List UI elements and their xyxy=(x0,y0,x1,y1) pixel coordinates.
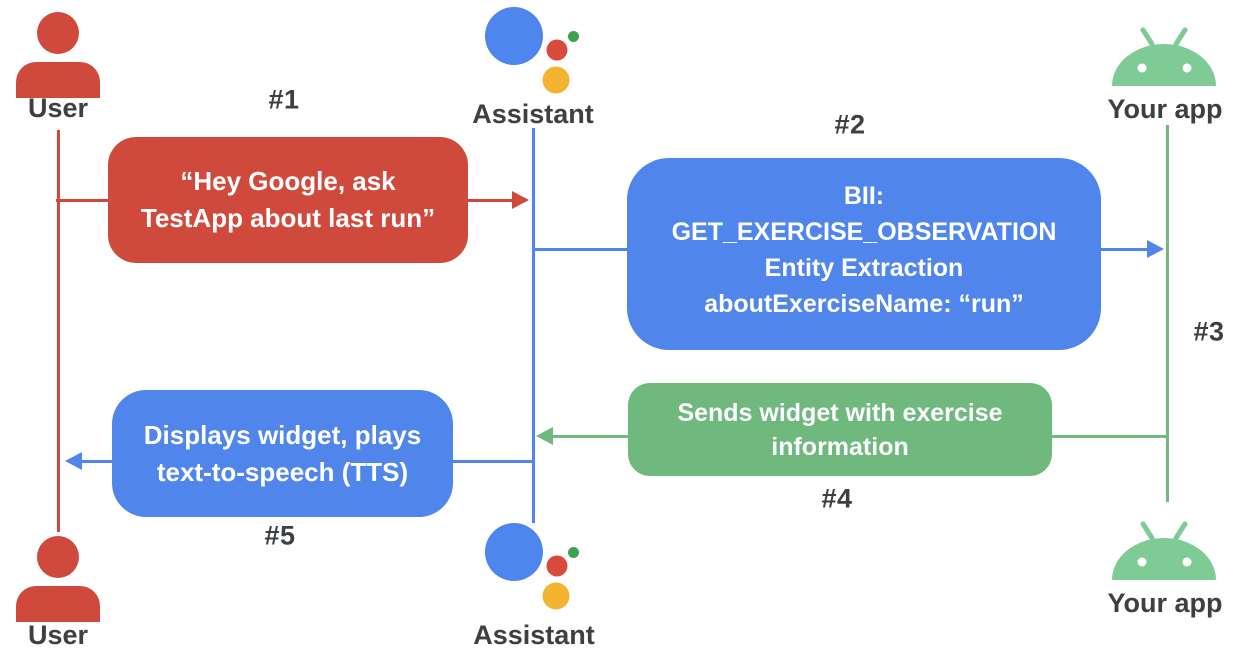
step-label-3: #3 xyxy=(1193,316,1225,347)
android-icon xyxy=(1112,27,1216,86)
message-5-line-1: Displays widget, plays xyxy=(143,419,422,450)
your-app-top-label: Your app xyxy=(1107,94,1223,124)
arrow-2-head-icon xyxy=(1147,240,1164,258)
arrow-5-head-icon xyxy=(65,452,82,470)
step-label-2: #2 xyxy=(834,109,866,140)
step-label-1: #1 xyxy=(268,84,300,115)
message-2-line-4: aboutExerciseName: “run” xyxy=(704,290,1024,318)
assistant-bottom-label: Assistant xyxy=(473,620,595,650)
assistant-icon xyxy=(485,523,579,610)
message-2-line-3: Entity Extraction xyxy=(764,254,964,282)
message-1-user-query: “Hey Google, ask TestApp about last run” xyxy=(108,137,468,263)
message-2-bii-intent: BII: GET_EXERCISE_OBSERVATION Entity Ext… xyxy=(627,158,1101,350)
user-icon xyxy=(16,536,100,622)
android-icon xyxy=(1112,521,1216,580)
user-top-label: User xyxy=(27,93,89,123)
assistant-lifeline xyxy=(531,128,535,523)
message-4-line-1: Sends widget with exercise xyxy=(677,398,1003,427)
message-4-line-2: information xyxy=(771,432,909,461)
user-bottom-label: User xyxy=(27,620,89,650)
message-5-display-tts: Displays widget, plays text-to-speech (T… xyxy=(112,390,453,517)
user-lifeline xyxy=(56,130,60,532)
step-label-4: #4 xyxy=(821,483,853,514)
arrow-4-head-icon xyxy=(536,427,553,445)
message-5-line-2: text-to-speech (TTS) xyxy=(156,456,409,487)
user-icon xyxy=(16,12,100,98)
message-2-line-2: GET_EXERCISE_OBSERVATION xyxy=(671,218,1057,246)
assistant-icon xyxy=(485,7,579,94)
message-1-line-1: “Hey Google, ask xyxy=(180,166,396,196)
assistant-top-label: Assistant xyxy=(472,99,594,129)
your-app-lifeline xyxy=(1166,125,1169,502)
step-label-5: #5 xyxy=(264,520,296,551)
your-app-bottom-label: Your app xyxy=(1107,588,1223,618)
arrow-1-head-icon xyxy=(512,191,529,209)
message-1-line-2: TestApp about last run” xyxy=(140,203,436,233)
message-2-line-1: BII: xyxy=(843,182,885,210)
message-4-widget-response: Sends widget with exercise information xyxy=(628,383,1052,476)
